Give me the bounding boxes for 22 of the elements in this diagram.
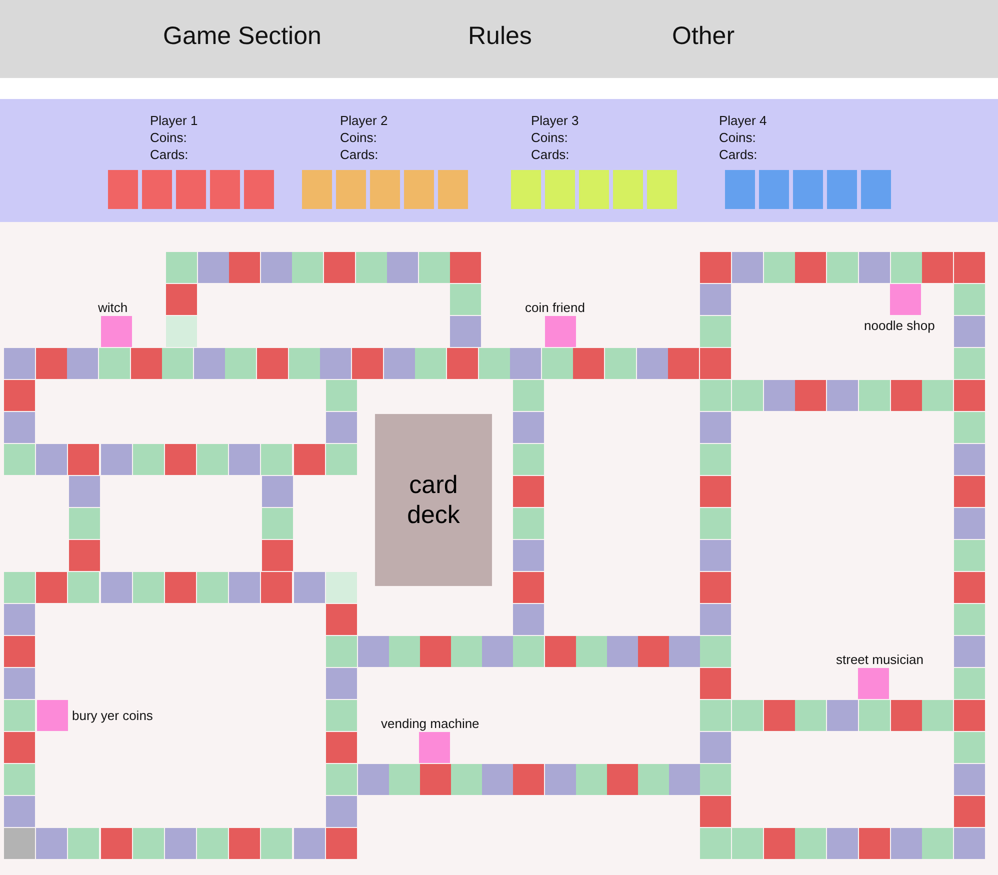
cards-label: Cards: [719,147,758,162]
card-deck: card deck [375,414,492,586]
tile-label: bury yer coins [72,708,153,723]
player-name: Player 4 [719,113,767,128]
coins-label: Coins: [531,130,568,145]
tile-label: vending machine [381,716,480,731]
player-name: Player 1 [150,113,198,128]
coins-label: Coins: [340,130,377,145]
cards-label: Cards: [340,147,378,162]
coins-label: Coins: [719,130,756,145]
nav-link: Rules [468,22,532,51]
player-name: Player 2 [340,113,388,128]
coins-label: Coins: [150,130,187,145]
tile-label: street musician [836,652,924,667]
tile-label: witch [98,300,128,315]
cards-label: Cards: [150,147,188,162]
nav-link: Game Section [163,22,322,51]
tile-label: coin friend [525,300,585,315]
nav-link: Other [672,22,735,51]
player-name: Player 3 [531,113,579,128]
cards-label: Cards: [531,147,570,162]
tile-label: noodle shop [864,318,935,333]
